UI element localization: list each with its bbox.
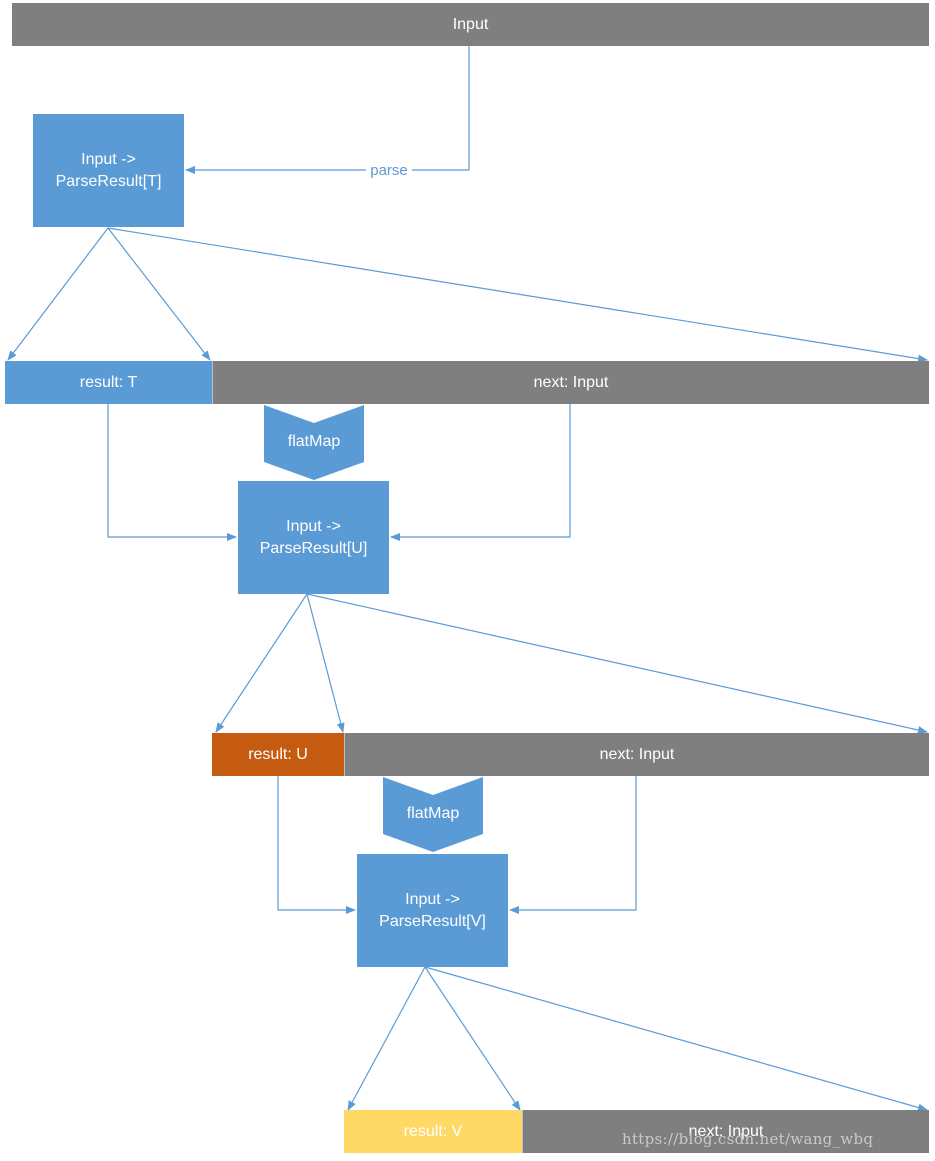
result-u-box: result: U <box>212 733 344 776</box>
flatmap-chevron-shape-1 <box>264 405 364 480</box>
parser-box-u: Input -> ParseResult[U] <box>238 481 389 594</box>
next-input-box-3: next: Input <box>522 1110 929 1153</box>
result-t-box: result: T <box>5 361 212 404</box>
parser-t-line1: Input -> <box>81 150 136 168</box>
result-u-label: result: U <box>248 745 308 763</box>
parser-u-line2: ParseResult[U] <box>259 539 368 557</box>
result-t-label: result: T <box>79 373 138 391</box>
flatmap-chevron-1: flatMap <box>264 405 364 480</box>
parser-v-line1: Input -> <box>405 890 460 908</box>
top-input-bar: Input <box>12 3 929 46</box>
next-input-label-2: next: Input <box>599 745 675 763</box>
parser-v-line2: ParseResult[V] <box>379 912 486 930</box>
flatmap-chevron-2: flatMap <box>383 777 483 852</box>
result-v-label: result: V <box>403 1122 463 1140</box>
parser-t-line2: ParseResult[T] <box>55 172 162 190</box>
top-input-label: Input <box>452 15 489 33</box>
parser-u-line1: Input -> <box>286 517 341 535</box>
result-v-box: result: V <box>344 1110 522 1153</box>
next-input-box-1: next: Input <box>212 361 929 404</box>
flatmap-chevron-shape-2 <box>383 777 483 852</box>
parse-edge-label: parse <box>366 161 412 181</box>
parser-box-v: Input -> ParseResult[V] <box>357 854 508 967</box>
next-input-box-2: next: Input <box>344 733 929 776</box>
parser-box-t: Input -> ParseResult[T] <box>33 114 184 227</box>
next-input-label-1: next: Input <box>533 373 609 391</box>
flatmap-label-2: flatMap <box>406 805 460 822</box>
flatmap-label-1: flatMap <box>287 433 341 450</box>
next-input-label-3: next: Input <box>688 1122 764 1140</box>
watermark-text: https://blog.csdn.net/wang_wbq <box>622 1130 874 1148</box>
